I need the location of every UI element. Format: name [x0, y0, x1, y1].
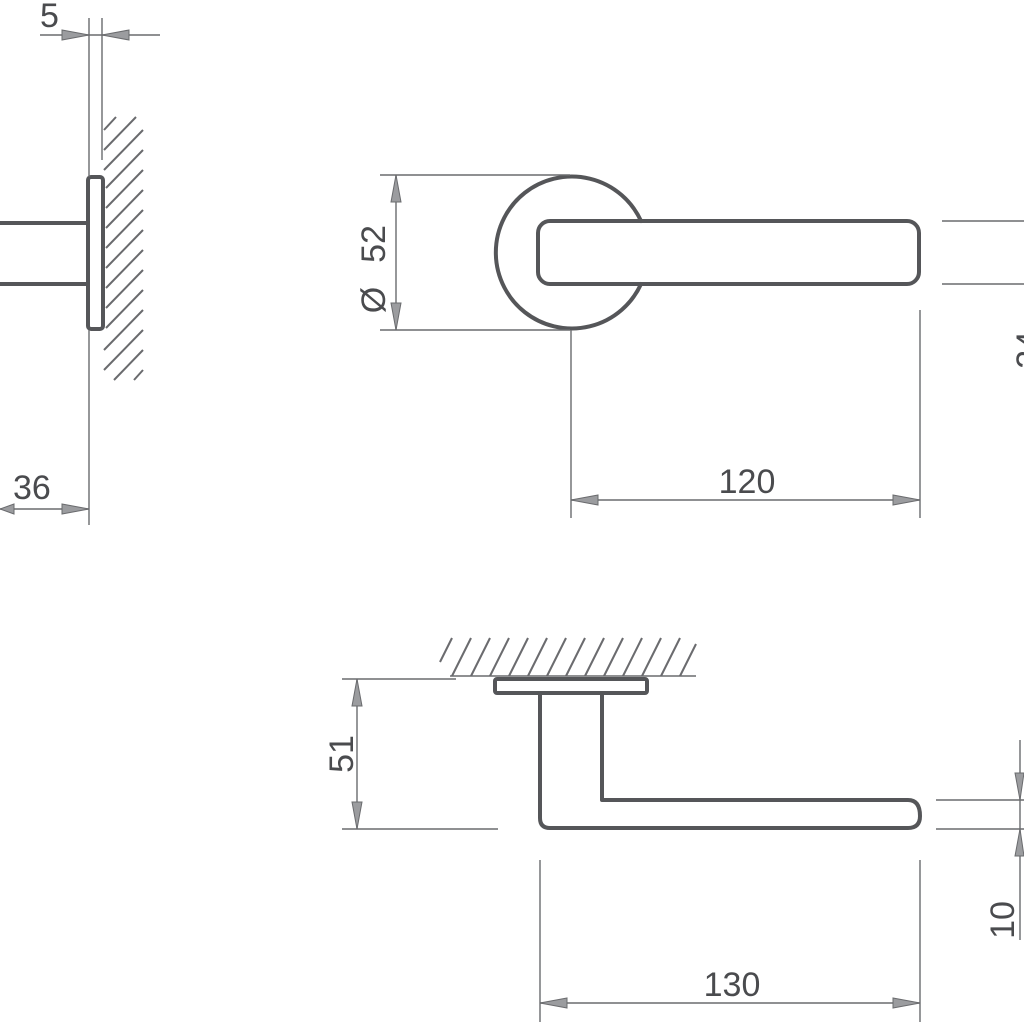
dim-diameter-symbol: Ø — [355, 287, 393, 313]
wall-hatching-side — [103, 116, 144, 381]
lever-top — [538, 691, 922, 830]
dim-rose-offset: 51 — [323, 735, 361, 773]
dim-overall-length: 130 — [704, 966, 761, 1004]
arrow-length-left — [570, 494, 599, 506]
rose-plate-side — [86, 175, 105, 331]
arrow-length-right — [892, 494, 921, 506]
dim-rose-diameter: 52 — [355, 225, 393, 263]
arrow-thickness-bottom — [1014, 828, 1024, 857]
arrow-overall-right — [892, 997, 921, 1009]
arrow-offset-top — [351, 678, 363, 707]
dim-plate-thickness: 5 — [40, 0, 59, 35]
rose-circle — [493, 174, 643, 331]
arrow-offset-bottom — [351, 801, 363, 830]
arrow-plate-right — [101, 29, 130, 41]
arrow-overall-left — [539, 997, 568, 1009]
arrow-diameter-bottom — [390, 302, 402, 331]
front-view: Ø 52 120 24 — [355, 174, 1024, 518]
side-view: 5 36 — [0, 0, 160, 525]
top-view: 51 130 10 — [323, 637, 1024, 1022]
arrow-projection-right — [61, 503, 90, 515]
wall-hatching-top — [439, 637, 697, 677]
arrow-thickness-top — [1014, 772, 1024, 801]
dim-lever-thickness: 10 — [984, 901, 1022, 939]
dim-lever-depth-partial: 24 — [1010, 331, 1024, 369]
rose-plate-top — [493, 677, 649, 695]
arrow-plate-left — [61, 29, 90, 41]
dim-projection: 36 — [13, 469, 51, 507]
dim-lever-length: 120 — [719, 463, 776, 501]
arrow-projection-left — [0, 503, 15, 515]
lever-front — [536, 219, 921, 286]
arrow-diameter-top — [390, 174, 402, 203]
